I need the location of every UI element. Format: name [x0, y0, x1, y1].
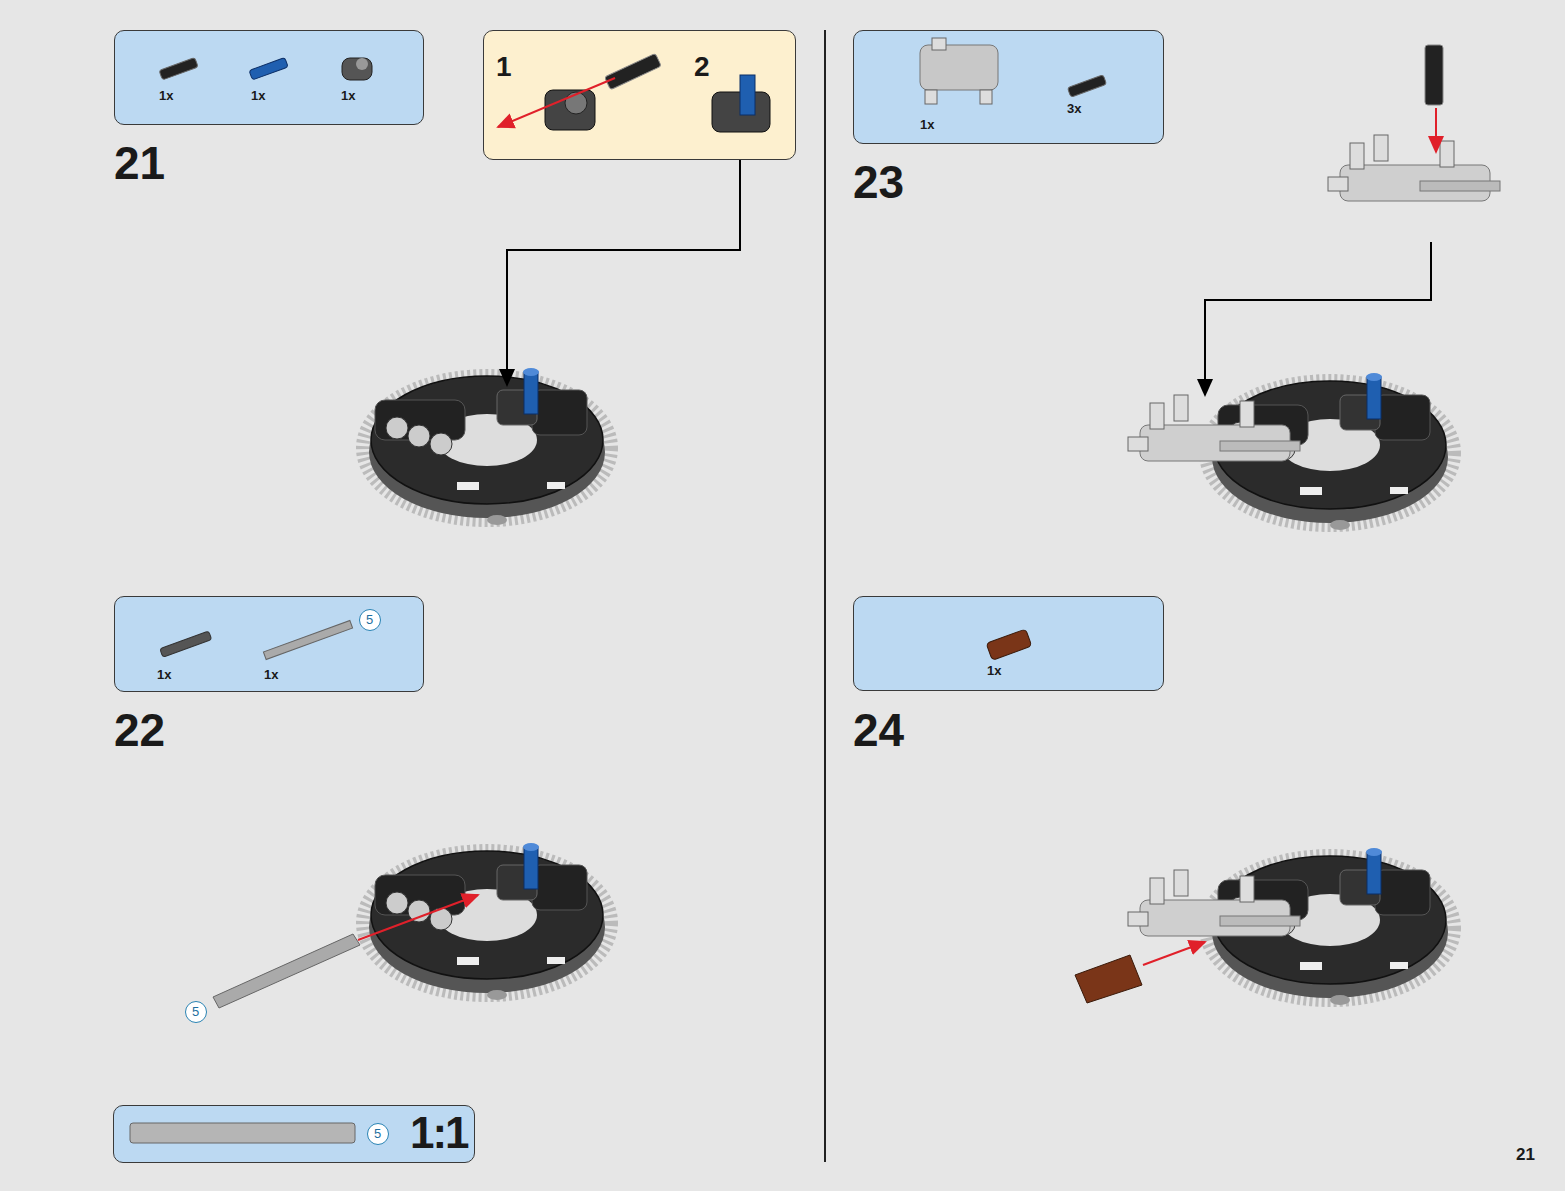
quantity: 1x [264, 667, 278, 682]
page-number: 21 [1516, 1145, 1535, 1165]
quantity: 1x [987, 663, 1001, 678]
sub-assembly-box: 12 [483, 30, 796, 160]
quantity: 1x [157, 667, 171, 682]
quantity: 1x [251, 88, 265, 103]
length-callout: 5 [359, 609, 381, 631]
sub-step-number: 2 [694, 51, 710, 83]
callout-number: 5 [374, 1126, 381, 1141]
length-callout: 5 [185, 1001, 207, 1023]
quantity: 3x [1067, 101, 1081, 116]
step-number: 22 [114, 703, 165, 757]
parts-list-box: 1x 3x [853, 30, 1164, 144]
sub-step-number: 1 [496, 51, 512, 83]
scale-box: 1:1 5 [113, 1105, 475, 1163]
step-number: 21 [114, 136, 165, 190]
step-number: 24 [853, 703, 904, 757]
quantity: 1x [341, 88, 355, 103]
callout-number: 5 [366, 612, 373, 627]
quantity: 1x [920, 117, 934, 132]
length-callout: 5 [367, 1123, 389, 1145]
step-number: 23 [853, 155, 904, 209]
parts-list-box: 1x 1x 5 [114, 596, 424, 692]
callout-number: 5 [192, 1004, 199, 1019]
scale-label: 1:1 [410, 1106, 468, 1160]
parts-list-box: 1x 1x 1x [114, 30, 424, 125]
quantity: 1x [159, 88, 173, 103]
parts-list-box: 1x [853, 596, 1164, 691]
